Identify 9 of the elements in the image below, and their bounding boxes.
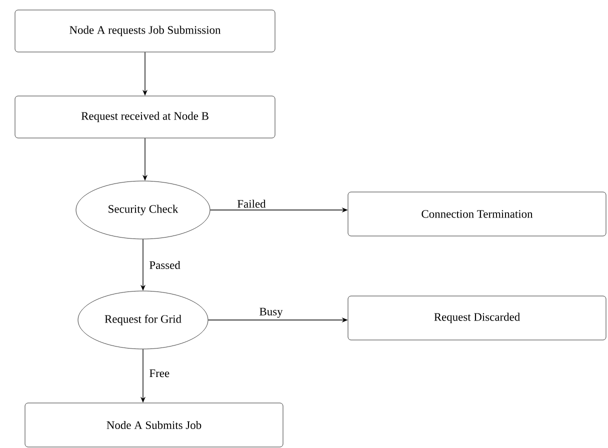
- edge-label: Free: [150, 370, 170, 378]
- process-box: Node A Submits Job: [24, 402, 284, 448]
- edge-label: Failed: [238, 200, 266, 208]
- edge-label: Busy: [260, 308, 283, 318]
- process-box: Node A requests Job Submission: [14, 10, 276, 52]
- process-box: Request Discarded: [348, 296, 606, 340]
- process-box: Connection Termination: [348, 192, 606, 236]
- edge-label: Passed: [150, 260, 180, 270]
- process-box: Request received at Node B: [14, 96, 276, 138]
